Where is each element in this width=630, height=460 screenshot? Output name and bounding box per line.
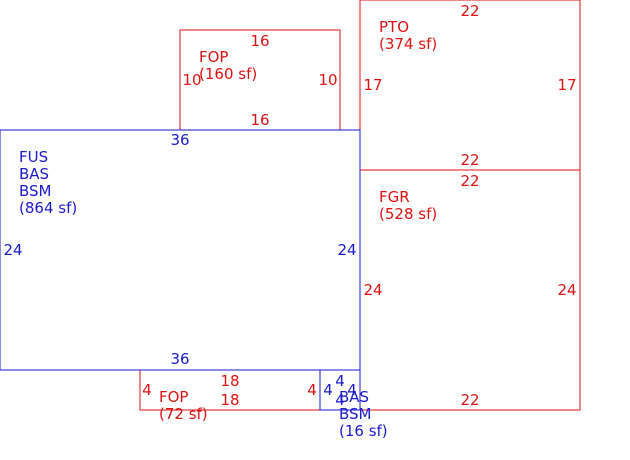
fop-top-line-1: FOP [199, 48, 228, 66]
fop-top-dim-top: 16 [250, 32, 269, 50]
fus-line-1: FUS [19, 148, 48, 166]
bas-small-dim-right: 4 [347, 381, 357, 399]
fus-dim-left: 24 [3, 241, 22, 259]
fgr-dim-bottom: 22 [460, 391, 479, 409]
pto-dim-right: 17 [557, 76, 576, 94]
fop-top-line-2: (160 sf) [199, 65, 257, 83]
fop-bottom-dim-top: 18 [220, 372, 239, 390]
bas-small-line-1: BAS [339, 388, 369, 406]
fop-bottom-line-1: FOP [159, 388, 188, 406]
fop-bottom-dim-left: 4 [142, 381, 152, 399]
bas-small-dim-top: 4 [335, 372, 345, 390]
fgr-dim-left: 24 [363, 281, 382, 299]
fop-top-dim-bottom: 16 [250, 111, 269, 129]
fus-dim-right: 24 [337, 241, 356, 259]
fus-dim-bottom: 36 [170, 350, 189, 368]
bas-small-line-2: BSM [339, 405, 372, 423]
pto-dim-left: 17 [363, 76, 382, 94]
fop-bottom-dim-bottom: 18 [220, 391, 239, 409]
fgr-dim-top: 22 [460, 172, 479, 190]
fgr-line-1: FGR [379, 188, 410, 206]
bas-small-dim-left: 4 [323, 381, 333, 399]
fgr-area-label: FGR (528 sf) [379, 188, 437, 223]
fus-line-2: BAS [19, 165, 49, 183]
bas-small-area-label: BAS BSM (16 sf) [339, 388, 388, 440]
fop-bottom-dim-right: 4 [307, 381, 317, 399]
pto-dim-bottom: 22 [460, 151, 479, 169]
fus-dim-top: 36 [170, 131, 189, 149]
fop-top-area-label: FOP (160 sf) [199, 48, 257, 83]
pto-line-2: (374 sf) [379, 35, 437, 53]
fop-top-dim-right: 10 [318, 71, 337, 89]
bas-small-line-3: (16 sf) [339, 422, 388, 440]
fus-area-label: FUS BAS BSM (864 sf) [19, 148, 77, 217]
pto-area-label: PTO (374 sf) [379, 18, 437, 53]
fus-line-4: (864 sf) [19, 199, 77, 217]
fop-bottom-line-2: (72 sf) [159, 405, 208, 423]
pto-dim-top: 22 [460, 2, 479, 20]
bas-small-dim-bottom: 4 [335, 391, 345, 409]
fgr-line-2: (528 sf) [379, 205, 437, 223]
fus-line-3: BSM [19, 182, 52, 200]
pto-line-1: PTO [379, 18, 409, 36]
fop-bottom-area-label: FOP (72 sf) [159, 388, 208, 423]
fop-top-dim-left: 10 [182, 71, 201, 89]
fus-outline [0, 129, 361, 371]
bas-small-outline [319, 369, 361, 411]
fgr-dim-right: 24 [557, 281, 576, 299]
